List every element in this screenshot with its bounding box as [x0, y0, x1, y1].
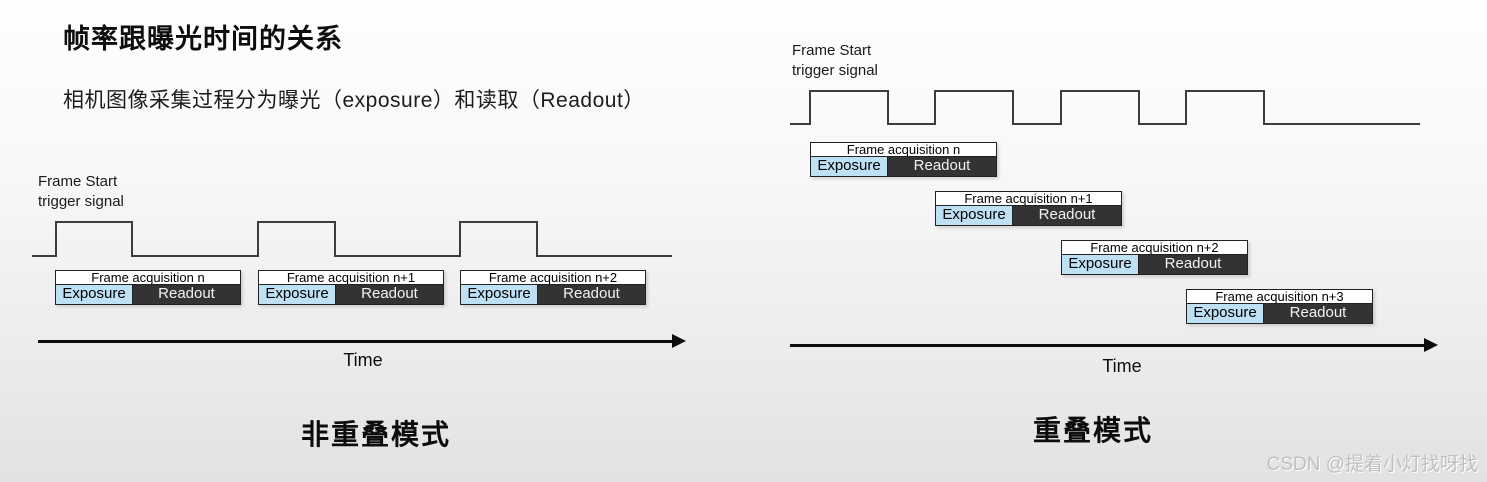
- frame-acquisition-box: Frame acquisition n Exposure Readout: [810, 142, 997, 177]
- exposure-segment: Exposure: [55, 285, 133, 305]
- readout-segment: Readout: [538, 285, 646, 305]
- readout-segment: Readout: [1013, 206, 1122, 226]
- frame-acquisition-body: Exposure Readout: [935, 206, 1122, 226]
- time-axis-arrow: [790, 338, 1438, 352]
- readout-segment: Readout: [336, 285, 444, 305]
- watermark: CSDN @提着小灯找呀找: [1266, 454, 1478, 475]
- frame-acquisition-box: Frame acquisition n+1 Exposure Readout: [935, 191, 1122, 226]
- frame-acquisition-box: Frame acquisition n+1 Exposure Readout: [258, 270, 444, 305]
- exposure-segment: Exposure: [810, 157, 888, 177]
- readout-segment: Readout: [1139, 255, 1248, 275]
- frame-acquisition-title: Frame acquisition n+2: [460, 270, 646, 285]
- exposure-segment: Exposure: [935, 206, 1013, 226]
- trigger-signal-waveform: [32, 221, 672, 257]
- frame-acquisition-body: Exposure Readout: [460, 285, 646, 305]
- page-title: 帧率跟曝光时间的关系: [63, 24, 343, 54]
- exposure-segment: Exposure: [460, 285, 538, 305]
- frame-acquisition-title: Frame acquisition n: [55, 270, 241, 285]
- mode-label-non-overlap: 非重叠模式: [300, 419, 451, 450]
- frame-acquisition-title: Frame acquisition n: [810, 142, 997, 157]
- time-axis-label: Time: [1102, 356, 1142, 376]
- frame-acquisition-body: Exposure Readout: [1061, 255, 1248, 275]
- frame-acquisition-body: Exposure Readout: [258, 285, 444, 305]
- time-axis-label: Time: [343, 350, 383, 370]
- mode-label-overlap: 重叠模式: [1032, 415, 1153, 446]
- frame-acquisition-title: Frame acquisition n+3: [1186, 289, 1373, 304]
- time-axis-arrow: [38, 334, 686, 348]
- frame-acquisition-box: Frame acquisition n+2 Exposure Readout: [1061, 240, 1248, 275]
- subtitle: 相机图像采集过程分为曝光（exposure）和读取（Readout）: [63, 89, 645, 112]
- frame-acquisition-title: Frame acquisition n+2: [1061, 240, 1248, 255]
- exposure-segment: Exposure: [1061, 255, 1139, 275]
- trigger-signal-waveform: [790, 90, 1420, 125]
- trigger-signal-label-line1: Frame Start: [38, 173, 118, 190]
- frame-acquisition-body: Exposure Readout: [810, 157, 997, 177]
- frame-acquisition-box: Frame acquisition n+3 Exposure Readout: [1186, 289, 1373, 324]
- trigger-signal-label: Frame Start trigger signal: [792, 41, 878, 81]
- trigger-signal-label-line1: Frame Start: [792, 42, 872, 59]
- readout-segment: Readout: [133, 285, 241, 305]
- frame-acquisition-body: Exposure Readout: [1186, 304, 1373, 324]
- frame-acquisition-body: Exposure Readout: [55, 285, 241, 305]
- frame-acquisition-title: Frame acquisition n+1: [935, 191, 1122, 206]
- frame-acquisition-title: Frame acquisition n+1: [258, 270, 444, 285]
- exposure-segment: Exposure: [1186, 304, 1264, 324]
- trigger-signal-label-line2: trigger signal: [38, 193, 124, 210]
- trigger-signal-label: Frame Start trigger signal: [38, 172, 124, 212]
- frame-acquisition-box: Frame acquisition n+2 Exposure Readout: [460, 270, 646, 305]
- frame-acquisition-box: Frame acquisition n Exposure Readout: [55, 270, 241, 305]
- trigger-signal-label-line2: trigger signal: [792, 62, 878, 79]
- exposure-segment: Exposure: [258, 285, 336, 305]
- readout-segment: Readout: [888, 157, 997, 177]
- readout-segment: Readout: [1264, 304, 1373, 324]
